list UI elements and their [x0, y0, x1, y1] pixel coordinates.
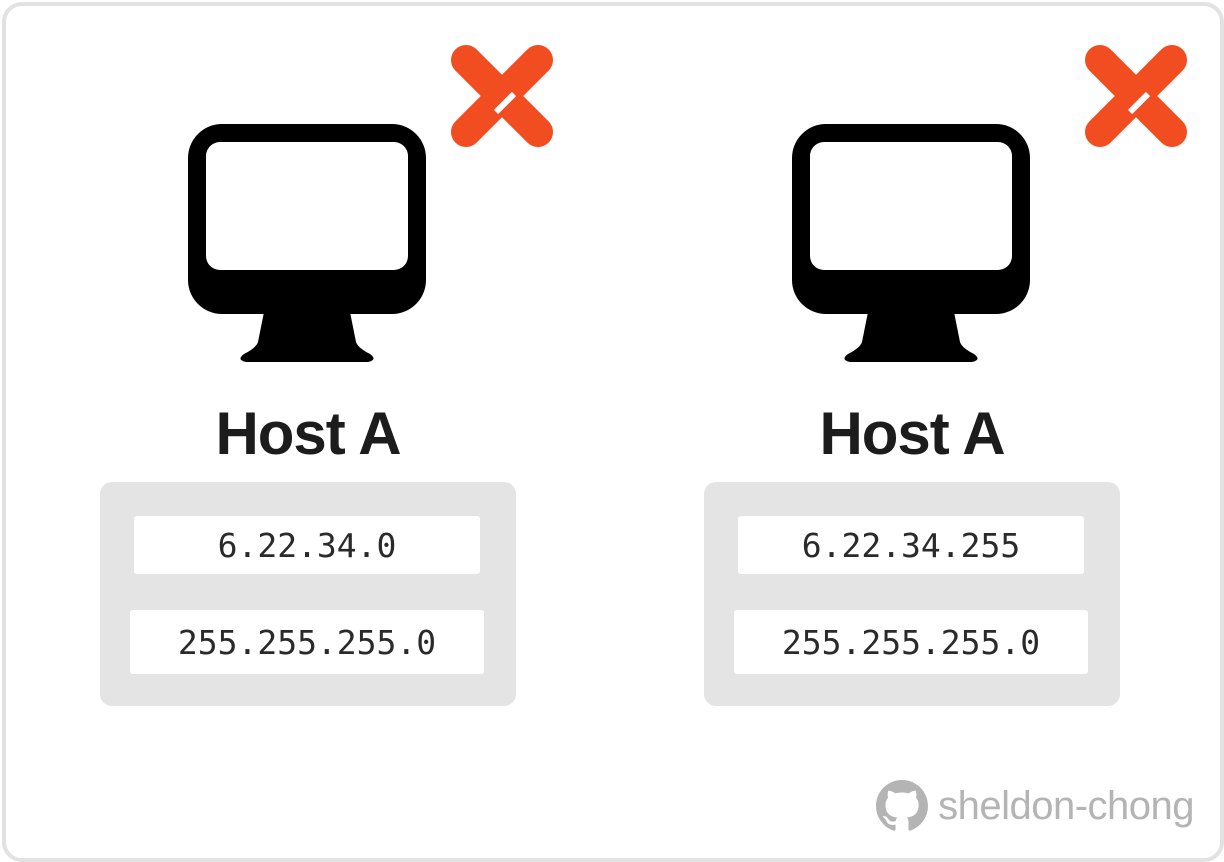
subnet-mask-field: 255.255.255.0	[130, 610, 484, 674]
host-name: Host A	[215, 400, 401, 467]
host-card-right: Host A 6.22.34.255 255.255.255.0	[702, 0, 1187, 862]
ip-address-field: 6.22.34.0	[134, 516, 480, 574]
invalid-x-icon	[451, 45, 553, 147]
monitor-icon	[188, 124, 426, 362]
github-icon	[876, 780, 929, 831]
host-name: Host A	[819, 400, 1005, 467]
subnet-mask-field: 255.255.255.0	[734, 610, 1088, 674]
monitor-icon	[792, 124, 1030, 362]
host-card-left: Host A 6.22.34.0 255.255.255.0	[98, 0, 553, 862]
ip-address-field: 6.22.34.255	[738, 516, 1084, 574]
watermark-text: sheldon-chong	[938, 783, 1194, 828]
address-panel: 6.22.34.255 255.255.255.0	[704, 482, 1120, 706]
author-watermark: sheldon-chong	[876, 780, 1194, 832]
address-panel: 6.22.34.0 255.255.255.0	[100, 482, 516, 706]
invalid-x-icon	[1085, 45, 1187, 147]
